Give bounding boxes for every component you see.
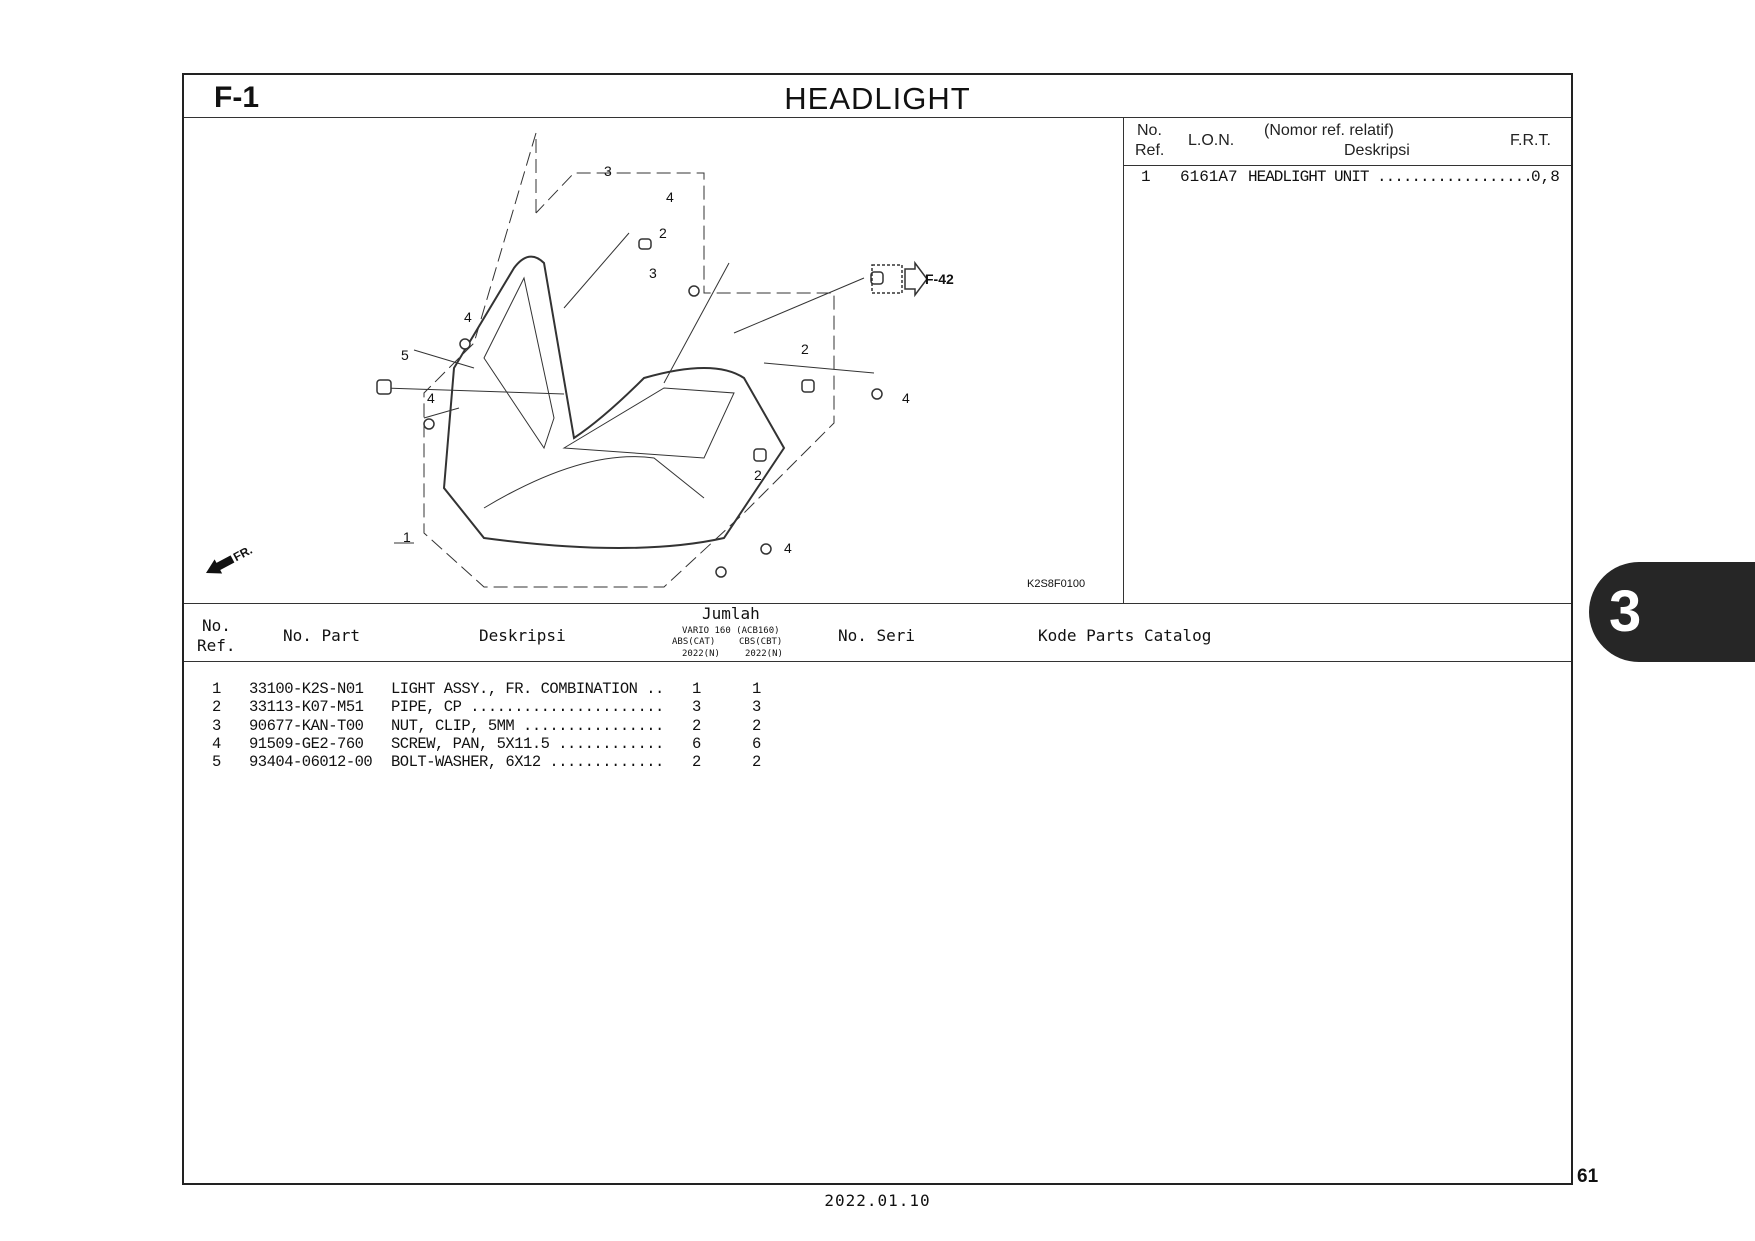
cell-abs: 2 xyxy=(692,716,701,735)
cell-part: 93404-06012-00 xyxy=(249,753,373,772)
cell-abs: 6 xyxy=(692,734,701,753)
cell-ref: 5 xyxy=(212,753,221,772)
table-row: 2 33113-K07-M51 PIPE, CP .................… xyxy=(184,698,1571,716)
cell-desc: BOLT-WASHER, 6X12 ............. xyxy=(391,753,664,772)
svg-text:4: 4 xyxy=(427,390,435,406)
cell-desc: PIPE, CP ...................... xyxy=(391,698,664,717)
frt-no-header: No. xyxy=(1137,122,1162,139)
svg-text:4: 4 xyxy=(464,309,472,325)
title-bar: F-1 HEADLIGHT xyxy=(184,75,1571,118)
section-code: F-1 xyxy=(214,81,259,114)
col-abs: ABS(CAT) xyxy=(672,637,716,647)
frt-panel: No. Ref. L.O.N. (Nomor ref. relatif) Des… xyxy=(1123,118,1571,603)
svg-text:4: 4 xyxy=(902,390,910,406)
col-kode: Kode Parts Catalog xyxy=(1038,626,1212,645)
cell-abs: 3 xyxy=(692,698,701,717)
figure-code: K2S8F0100 xyxy=(1027,578,1085,590)
frt-header: No. Ref. L.O.N. (Nomor ref. relatif) Des… xyxy=(1124,118,1571,166)
cell-part: 90677-KAN-T00 xyxy=(249,716,364,735)
front-label: FR. xyxy=(231,543,255,564)
table-row: 4 91509-GE2-760 SCREW, PAN, 5X11.5 .......… xyxy=(184,735,1571,753)
svg-text:3: 3 xyxy=(604,163,612,179)
cell-desc: LIGHT ASSY., FR. COMBINATION .. xyxy=(391,680,664,698)
frt-frt-header: F.R.T. xyxy=(1510,132,1551,149)
cell-ref: 3 xyxy=(212,716,221,735)
table-row: 3 90677-KAN-T00 NUT, CLIP, 5MM ...........… xyxy=(184,717,1571,735)
svg-text:1: 1 xyxy=(403,529,411,545)
col-year-cbs: 2022(N) xyxy=(745,649,783,659)
parts-table-body: 1 33100-K2S-N01 LIGHT ASSY., FR. COMBINATI… xyxy=(184,680,1571,771)
frt-row-lon: 6161A7 xyxy=(1180,168,1238,186)
cell-desc: SCREW, PAN, 5X11.5 ............ xyxy=(391,734,664,753)
table-row: 5 93404-06012-00 BOLT-WASHER, 6X12 .......… xyxy=(184,753,1571,771)
svg-text:5: 5 xyxy=(401,347,409,363)
col-seri: No. Seri xyxy=(838,626,916,645)
print-date: 2022.01.10 xyxy=(824,1191,931,1210)
cell-cbs: 2 xyxy=(752,753,761,772)
cell-ref: 2 xyxy=(212,698,221,717)
front-arrow-icon: FR. xyxy=(206,543,255,574)
col-cbs: CBS(CBT) xyxy=(739,637,783,647)
col-year-abs: 2022(N) xyxy=(682,649,720,659)
frt-row-frt: 0,8 xyxy=(1531,168,1560,186)
page-title: HEADLIGHT xyxy=(784,81,971,116)
col-desc: Deskripsi xyxy=(479,626,566,645)
svg-text:2: 2 xyxy=(754,467,762,483)
svg-text:3: 3 xyxy=(649,265,657,281)
frt-desc-header: Deskripsi xyxy=(1344,142,1410,159)
cell-part: 33100-K2S-N01 xyxy=(249,680,364,698)
cell-cbs: 1 xyxy=(752,680,761,698)
cell-abs: 1 xyxy=(692,680,701,698)
cell-part: 33113-K07-M51 xyxy=(249,698,364,717)
cell-desc: NUT, CLIP, 5MM ................ xyxy=(391,716,664,735)
col-model: VARIO 160 (ACB160) xyxy=(682,626,780,636)
frt-lon-header: L.O.N. xyxy=(1188,132,1235,149)
cell-ref: 4 xyxy=(212,734,221,753)
frt-row: 1 6161A7 HEADLIGHT UNIT ................… xyxy=(1124,166,1571,188)
cell-ref: 1 xyxy=(212,680,221,698)
cell-cbs: 3 xyxy=(752,698,761,717)
col-part: No. Part xyxy=(283,626,361,645)
parts-table-header: No. Ref. No. Part Deskripsi Jumlah VARIO… xyxy=(184,603,1571,662)
svg-text:4: 4 xyxy=(784,540,792,556)
cell-cbs: 6 xyxy=(752,734,761,753)
svg-text:2: 2 xyxy=(659,225,667,241)
frt-ref-header: Ref. xyxy=(1135,142,1165,159)
svg-text:4: 4 xyxy=(666,189,674,205)
frt-row-desc: HEADLIGHT UNIT .................. xyxy=(1248,168,1533,186)
page-number: 61 xyxy=(1577,1166,1599,1187)
headlight-drawing: 544 124 3 322 444 F-42 K2S8F0100 FR. xyxy=(206,132,1085,621)
col-no: No. xyxy=(202,616,231,635)
cell-part: 91509-GE2-760 xyxy=(249,734,364,753)
cell-abs: 2 xyxy=(692,753,701,772)
col-ref: Ref. xyxy=(197,636,236,655)
cell-cbs: 2 xyxy=(752,716,761,735)
col-jumlah: Jumlah xyxy=(702,604,760,623)
ref-link-f42[interactable]: F-42 xyxy=(925,271,954,287)
svg-text:2: 2 xyxy=(801,341,809,357)
chapter-tab: 3 xyxy=(1589,562,1755,662)
exploded-diagram: 544 124 3 322 444 F-42 K2S8F0100 FR. xyxy=(184,118,1123,621)
page-frame: F-1 HEADLIGHT 544 124 3 322 444 xyxy=(182,73,1573,1185)
table-row: 1 33100-K2S-N01 LIGHT ASSY., FR. COMBINATI… xyxy=(184,680,1571,698)
frt-relatif-header: (Nomor ref. relatif) xyxy=(1264,122,1394,139)
frt-row-no: 1 xyxy=(1141,168,1151,186)
